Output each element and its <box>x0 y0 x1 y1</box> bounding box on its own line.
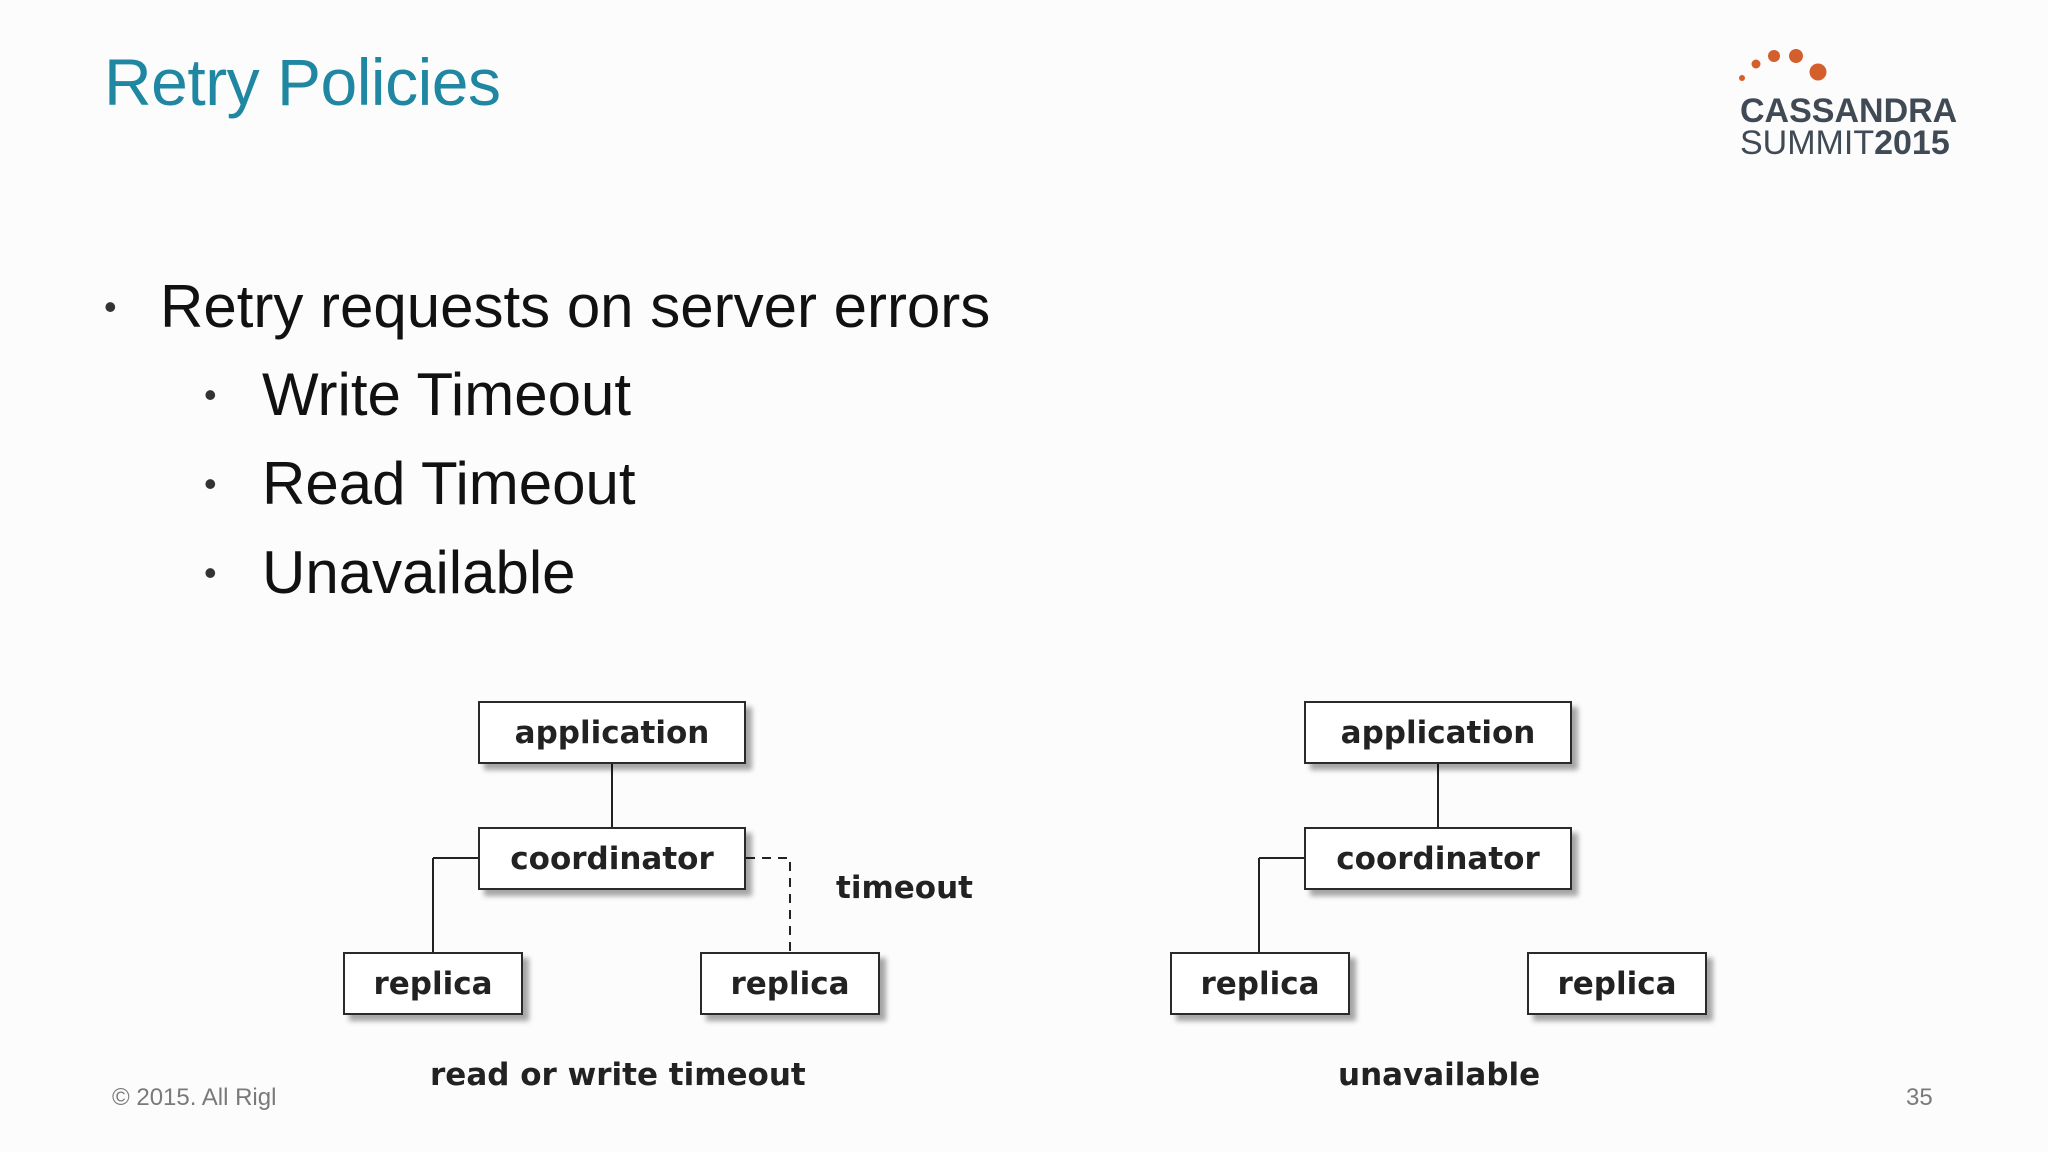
replica-box: replica <box>1170 952 1350 1015</box>
bullet-marker: • <box>204 374 217 415</box>
bullet-marker: • <box>104 286 117 327</box>
bullet-marker: • <box>204 463 217 504</box>
slide-title: Retry Policies <box>104 45 501 119</box>
replica-box: replica <box>343 952 523 1015</box>
bullet-main: Retry requests on server errors <box>160 273 991 340</box>
bullet-sub-unavailable: Unavailable <box>262 539 576 606</box>
application-box: application <box>478 701 746 764</box>
page-number: 35 <box>1906 1084 1933 1111</box>
logo-text-summit: SUMMIT2015 <box>1740 124 1950 162</box>
copyright-footer: © 2015. All Rigl <box>112 1084 277 1111</box>
replica-box-unavailable: replica <box>1527 952 1707 1015</box>
logo-text-cassandra: CASSANDRA <box>1740 92 1958 130</box>
replica-box-timed-out: replica <box>700 952 880 1015</box>
bullet-marker: • <box>204 552 217 593</box>
logo-dots-icon <box>1739 49 1827 81</box>
bullet-sub-read-timeout: Read Timeout <box>262 450 636 517</box>
timeout-label: timeout <box>836 870 973 906</box>
coordinator-box: coordinator <box>478 827 746 890</box>
application-box: application <box>1304 701 1572 764</box>
caption-unavailable: unavailable <box>1338 1057 1541 1093</box>
cassandra-summit-logo: CASSANDRA SUMMIT2015 <box>1736 44 1958 164</box>
caption-read-write-timeout: read or write timeout <box>430 1057 806 1093</box>
bullet-sub-write-timeout: Write Timeout <box>262 361 631 428</box>
coordinator-box: coordinator <box>1304 827 1572 890</box>
